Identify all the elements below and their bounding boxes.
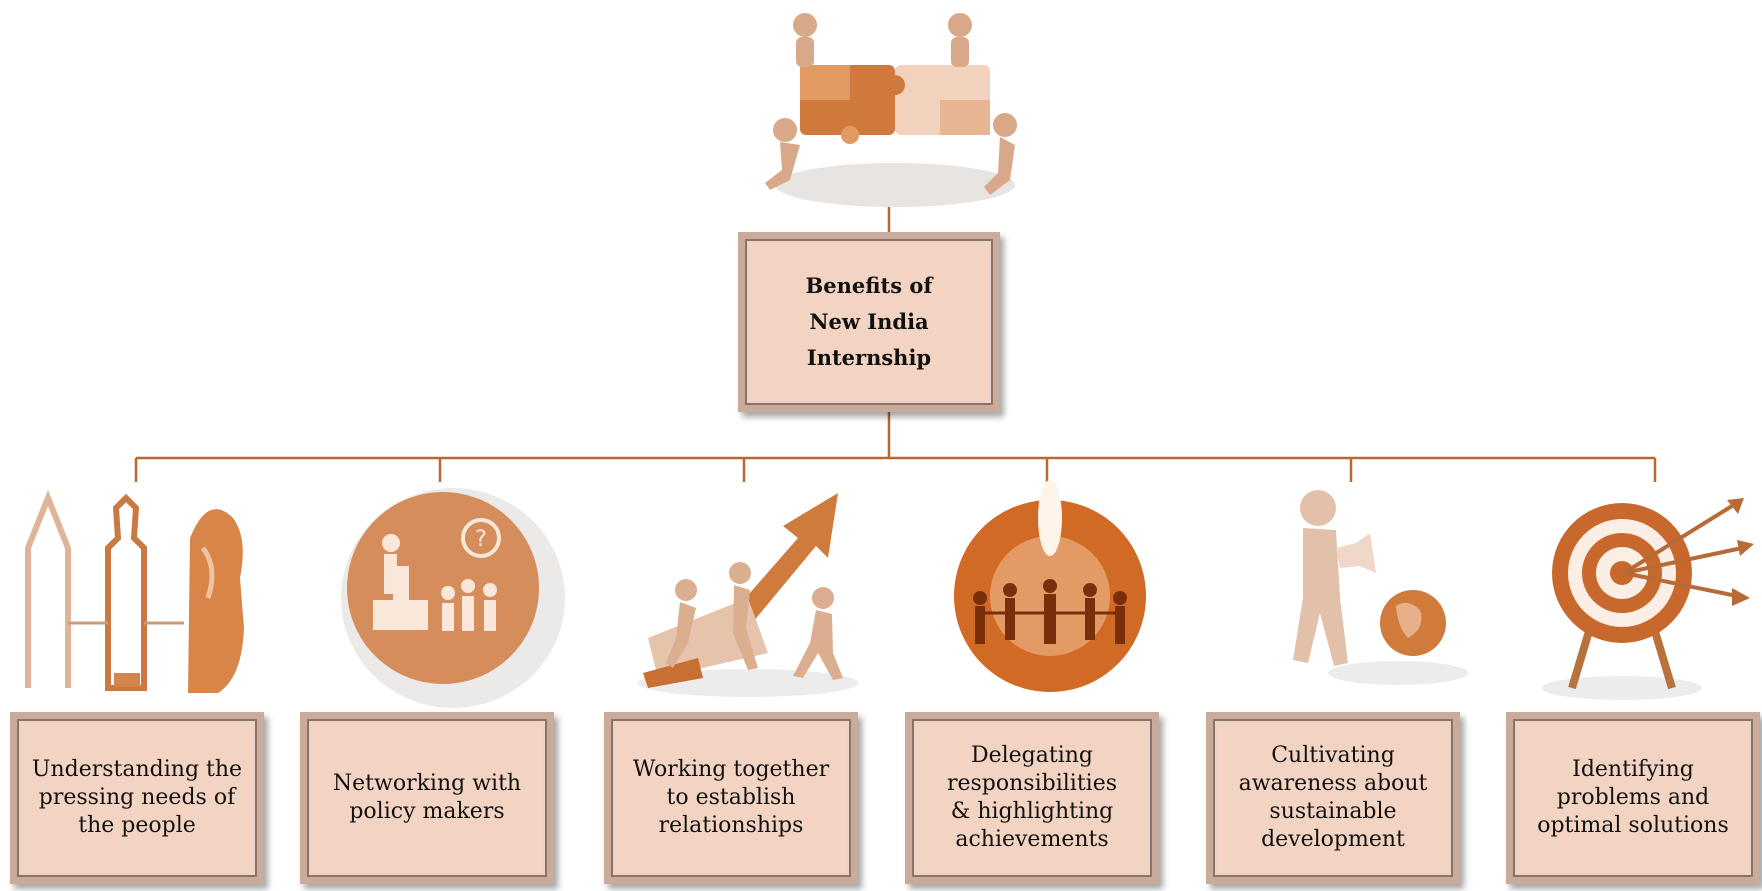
circle-of-people-icon	[940, 478, 1170, 712]
benefit-box-cultivating-awareness: Cultivating awareness about sustainable …	[1206, 712, 1460, 884]
people-assembling-puzzle-icon	[760, 5, 1020, 219]
benefit-label: Understanding the pressing needs of the …	[31, 757, 243, 838]
benefit-label: Identifying problems and optimal solutio…	[1537, 757, 1729, 838]
benefit-label: Networking with policy makers	[332, 771, 522, 824]
benefit-label: Cultivating awareness about sustainable …	[1238, 743, 1428, 852]
benefit-label: Delegating responsibilities & highlighti…	[946, 743, 1118, 852]
benefit-box-working-together: Working together to establish relationsh…	[604, 712, 858, 884]
root-title: Benefits of New India Internship	[805, 273, 933, 370]
benefit-box-delegating: Delegating responsibilities & highlighti…	[905, 712, 1159, 884]
benefit-box-networking: Networking with policy makers	[300, 712, 554, 884]
people-silhouettes-icon	[8, 478, 258, 702]
svg-text:?: ?	[475, 527, 487, 552]
speaker-podium-audience-icon: ?	[318, 478, 568, 712]
person-megaphone-globe-icon	[1248, 478, 1478, 702]
target-arrows-icon	[1532, 478, 1762, 712]
benefit-label: Working together to establish relationsh…	[632, 757, 830, 838]
benefit-box-identifying-problems: Identifying problems and optimal solutio…	[1506, 712, 1760, 884]
benefit-box-understanding-needs: Understanding the pressing needs of the …	[10, 712, 264, 884]
root-box: Benefits of New India Internship	[738, 232, 1000, 412]
team-pushing-arrow-icon	[628, 478, 858, 702]
